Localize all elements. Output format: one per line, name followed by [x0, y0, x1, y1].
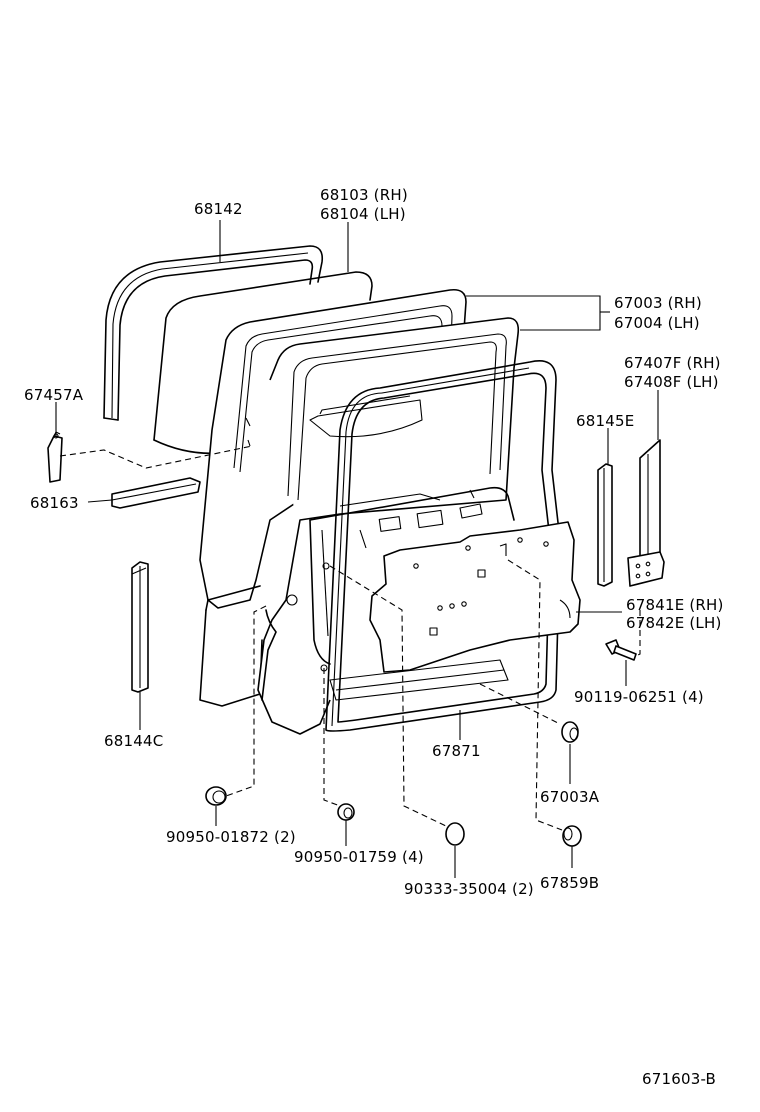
- part-68144C-channel: [131, 561, 149, 693]
- label-68142: 68142: [194, 200, 243, 218]
- diagram-id: 671603-B: [642, 1070, 716, 1088]
- part-68145E-channel: [597, 463, 613, 587]
- label-90950-01872: 90950-01872 (2): [166, 828, 296, 846]
- part-68163-belt-molding: [111, 477, 201, 509]
- part-90119-bolt: [605, 639, 637, 661]
- part-67003-door-panel-b: [257, 317, 520, 735]
- part-67003A-cushion: [561, 721, 579, 743]
- label-68145E: 68145E: [576, 412, 634, 430]
- part-90950-01759-grommet: [337, 803, 355, 821]
- label-68163: 68163: [30, 494, 79, 512]
- part-67407F-rear-channel: [627, 439, 665, 587]
- part-67859B-cap: [562, 825, 582, 847]
- door-inner-frame: [309, 486, 515, 701]
- part-67871-weatherstrip: [325, 360, 561, 732]
- label-90950-01759: 90950-01759 (4): [294, 848, 424, 866]
- label-67841E: 67841E (RH): [626, 596, 724, 614]
- part-67841E-service-cover: [369, 521, 581, 673]
- label-67859B: 67859B: [540, 874, 599, 892]
- label-90333-35004: 90333-35004 (2): [404, 880, 534, 898]
- label-67003A: 67003A: [540, 788, 600, 806]
- dashed-reference-lines: [59, 445, 641, 831]
- part-90333-plug: [445, 822, 465, 846]
- part-68142-glass-run: [103, 245, 324, 421]
- part-67457A-clip: [47, 431, 63, 483]
- label-68144C: 68144C: [104, 732, 163, 750]
- part-labels: 68142 68103 (RH) 68104 (LH) 67003 (RH) 6…: [24, 186, 724, 1088]
- leader-lines: [55, 220, 659, 878]
- label-67842E: 67842E (LH): [626, 614, 722, 632]
- label-68103: 68103 (RH): [320, 186, 408, 204]
- label-67408F: 67408F (LH): [624, 373, 719, 391]
- part-90950-01872-grommet: [205, 786, 227, 806]
- label-68104: 68104 (LH): [320, 205, 406, 223]
- label-67003: 67003 (RH): [614, 294, 702, 312]
- label-67457A: 67457A: [24, 386, 84, 404]
- label-67871: 67871: [432, 742, 481, 760]
- label-67407F: 67407F (RH): [624, 354, 721, 372]
- label-90119-06251: 90119-06251 (4): [574, 688, 704, 706]
- label-67004: 67004 (LH): [614, 314, 700, 332]
